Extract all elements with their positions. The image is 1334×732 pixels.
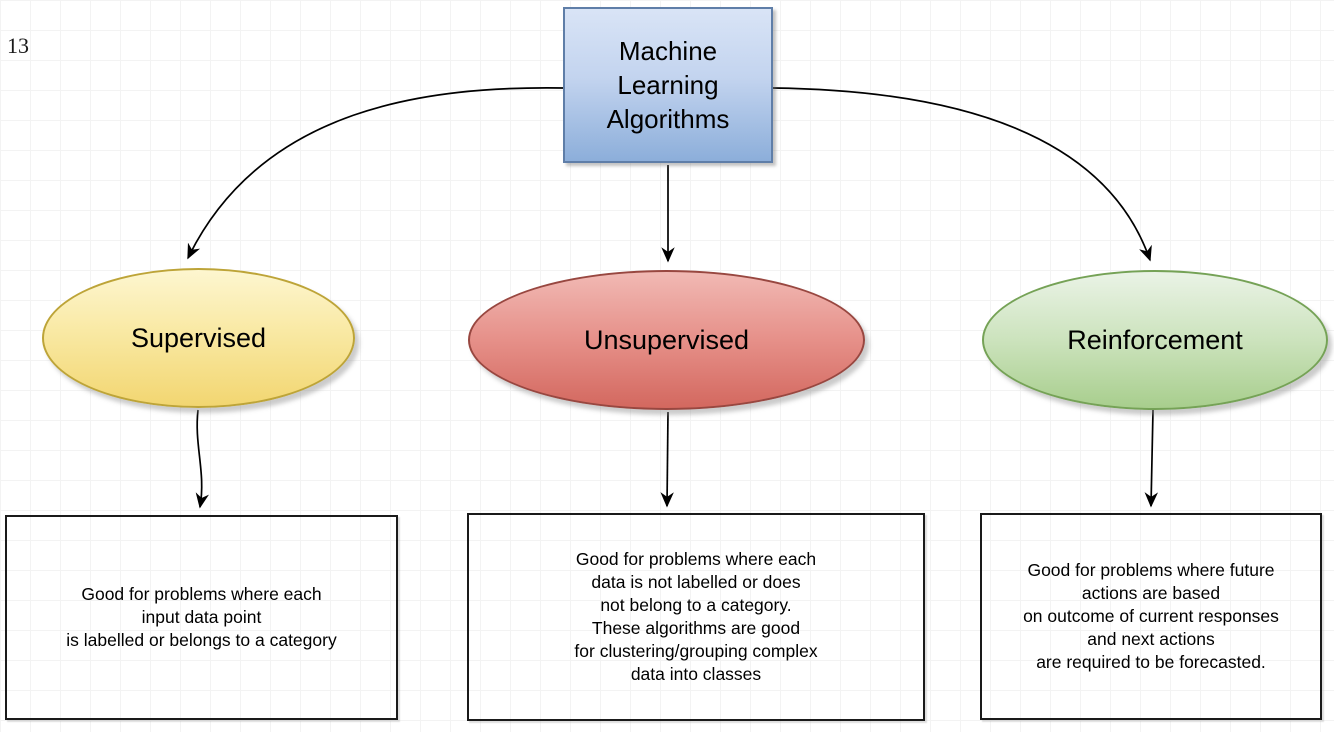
description-supervised-text: Good for problems where each input data … — [66, 584, 337, 650]
node-supervised-label: Supervised — [130, 322, 267, 353]
arrow-supervised-to-description — [195, 409, 209, 509]
root-node-machine-learning-algorithms: Machine Learning Algorithms — [563, 7, 773, 163]
arrow-unsupervised-to-description — [660, 411, 674, 508]
node-reinforcement: Reinforcement — [982, 270, 1328, 410]
description-box-supervised: Good for problems where each input data … — [5, 515, 398, 720]
node-unsupervised: Unsupervised — [468, 270, 865, 410]
description-box-unsupervised: Good for problems where each data is not… — [467, 513, 925, 721]
root-node-label: Machine Learning Algorithms — [606, 36, 730, 134]
description-box-reinforcement: Good for problems where future actions a… — [980, 513, 1322, 720]
description-unsupervised-text: Good for problems where each data is not… — [574, 549, 818, 684]
page-number: 13 — [7, 33, 29, 58]
arrow-root-to-reinforcement — [772, 87, 1152, 262]
arrow-root-to-supervised — [187, 87, 564, 260]
node-supervised: Supervised — [42, 268, 355, 408]
node-reinforcement-label: Reinforcement — [1067, 324, 1243, 355]
node-unsupervised-label: Unsupervised — [583, 324, 750, 355]
arrow-reinforcement-to-description — [1144, 409, 1159, 508]
description-reinforcement-text: Good for problems where future actions a… — [1023, 560, 1279, 672]
